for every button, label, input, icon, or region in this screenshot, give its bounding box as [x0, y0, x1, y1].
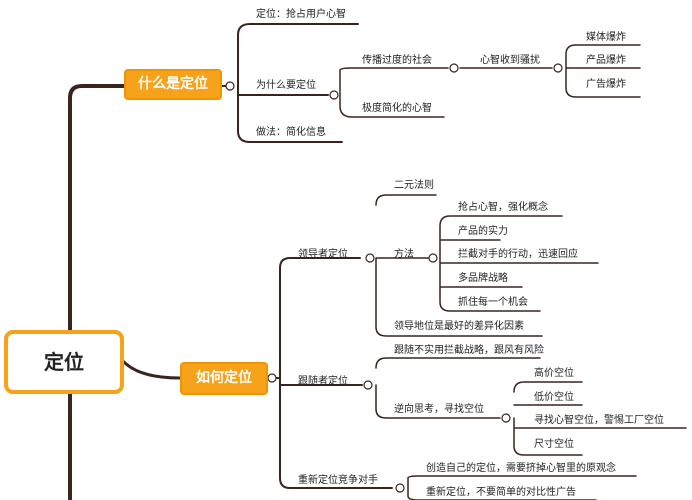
node-follower-positioning[interactable]: 跟随者定位	[298, 376, 348, 387]
why-spine	[339, 67, 449, 118]
node-leader-positioning[interactable]: 领导者定位	[298, 249, 348, 260]
node-dot	[267, 373, 277, 383]
node-simplified-mind[interactable]: 极度简化的心智	[362, 103, 432, 114]
root-spine	[68, 84, 126, 500]
node-simplify-message[interactable]: 做法：简化信息	[256, 127, 326, 138]
node-definition[interactable]: 定位：抢占用户心智	[256, 9, 346, 20]
node-dot	[553, 63, 563, 73]
node-dot	[395, 483, 405, 493]
node-method-5[interactable]: 抓住每一个机会	[458, 297, 528, 308]
node-binary-rule[interactable]: 二元法则	[394, 180, 434, 191]
node-reposition-competitor[interactable]: 重新定位竞争对手	[298, 475, 378, 486]
node-ad-explosion[interactable]: 广告爆炸	[586, 79, 626, 90]
root-link-how	[122, 360, 182, 380]
node-dot	[363, 380, 373, 390]
root-node[interactable]: 定位	[4, 330, 124, 394]
node-overcommunicated-society[interactable]: 传播过度的社会	[362, 55, 432, 66]
node-reposition-1[interactable]: 创造自己的定位，需要挤掉心智里的原观念	[426, 463, 616, 474]
node-dot	[501, 413, 511, 423]
node-dot	[428, 253, 438, 263]
node-dot	[329, 90, 339, 100]
node-gap-low-price[interactable]: 低价空位	[534, 392, 574, 403]
node-media-explosion[interactable]: 媒体爆炸	[586, 32, 626, 43]
gap-spine	[513, 381, 687, 456]
how-spine	[279, 257, 393, 489]
category-how-to-position[interactable]: 如何定位	[180, 362, 268, 395]
node-why-position[interactable]: 为什么要定位	[256, 80, 316, 91]
node-reverse-thinking[interactable]: 逆向思考，寻找空位	[394, 404, 484, 415]
node-method-1[interactable]: 抢占心智，强化概念	[458, 202, 548, 213]
noise-spine	[565, 44, 641, 98]
node-follower-1[interactable]: 跟随不实用拦截战略，跟风有风险	[394, 345, 544, 356]
category-what-is-positioning[interactable]: 什么是定位	[124, 69, 222, 100]
node-mind-harassed[interactable]: 心智收到骚扰	[480, 55, 540, 66]
node-gap-high-price[interactable]: 高价空位	[534, 368, 574, 379]
node-product-explosion[interactable]: 产品爆炸	[586, 55, 626, 66]
node-reposition-2[interactable]: 重新定位，不要简单的对比性广告	[426, 487, 576, 498]
node-dot	[365, 253, 375, 263]
node-leader-position[interactable]: 领导地位是最好的差异化因素	[394, 321, 524, 332]
follower-spine	[375, 357, 541, 419]
node-gap-mind[interactable]: 寻找心智空位，警惕工厂空位	[534, 415, 664, 426]
node-gap-size[interactable]: 尺寸空位	[534, 439, 574, 450]
node-method-2[interactable]: 产品的实力	[458, 226, 508, 237]
leader-spine	[375, 194, 543, 337]
node-method-3[interactable]: 拦截对手的行动，迅速回应	[458, 249, 578, 260]
method-spine	[439, 215, 599, 312]
node-dot	[449, 63, 459, 73]
node-method[interactable]: 方法	[394, 249, 414, 260]
node-dot	[225, 81, 235, 91]
node-method-4[interactable]: 多品牌战略	[458, 273, 508, 284]
